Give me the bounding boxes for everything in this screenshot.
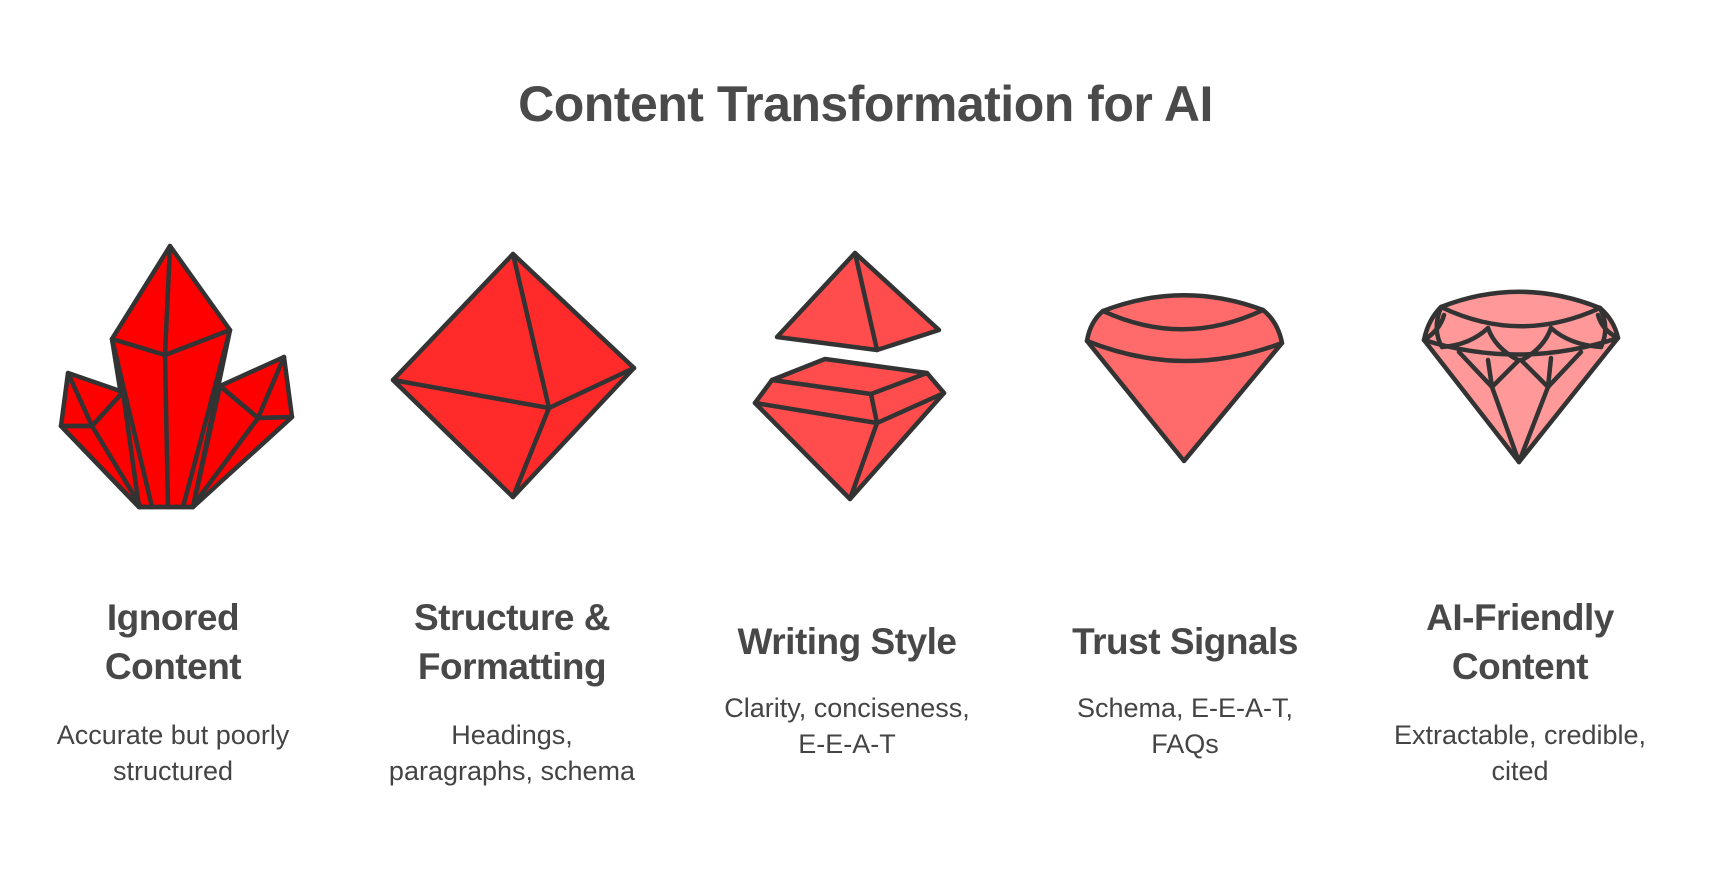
stage-ignored-content: Ignored Content Accurate but poorly stru… (8, 593, 338, 789)
stage-description-line: Headings, (451, 720, 573, 750)
stage-trust-signals: Trust Signals Schema, E-E-A-T, FAQs (1020, 617, 1350, 762)
diagram-title: Content Transformation for AI (518, 76, 1213, 132)
stage-heading-line: Formatting (417, 646, 607, 687)
stage-ai-friendly-content: AI-Friendly Content Extractable, credibl… (1355, 593, 1685, 789)
crystal-cluster-icon (58, 243, 295, 510)
stage-description: Headings, paragraphs, schema (347, 717, 677, 789)
rough-diamond-icon (1084, 293, 1285, 464)
stage-description-line: Extractable, credible, (1393, 720, 1647, 750)
stage-heading: Writing Style (682, 617, 1012, 666)
stage-heading: Structure & Formatting (347, 593, 677, 691)
stage-description: Clarity, conciseness, E-E-A-T (682, 690, 1012, 762)
stage-heading-line: Ignored (106, 597, 240, 638)
stage-heading: Ignored Content (8, 593, 338, 691)
stage-description-line: cited (1491, 756, 1549, 786)
stage-writing-style: Writing Style Clarity, conciseness, E-E-… (682, 617, 1012, 762)
stage-heading-line: Content (1451, 646, 1589, 687)
stage-description-line: structured (112, 756, 234, 786)
stage-description-line: Schema, E-E-A-T, (1076, 693, 1294, 723)
octahedron-gem-icon (390, 251, 637, 500)
stage-heading-line: Trust Signals (1072, 621, 1298, 662)
stage-description-line: Accurate but poorly (56, 720, 290, 750)
stage-description: Extractable, credible, cited (1355, 717, 1685, 789)
stage-heading: Trust Signals (1020, 617, 1350, 666)
stage-heading: AI-Friendly Content (1355, 593, 1685, 691)
stage-description-line: paragraphs, schema (388, 756, 636, 786)
stage-heading-line: Structure & (414, 597, 610, 638)
stage-description-line: Clarity, conciseness, (724, 693, 970, 723)
stage-structure-formatting: Structure & Formatting Headings, paragra… (347, 593, 677, 789)
split-gem-icon (752, 250, 947, 502)
stage-description-line: FAQs (1151, 729, 1219, 759)
stage-description: Accurate but poorly structured (8, 717, 338, 789)
stage-heading-line: Content (104, 646, 242, 687)
cut-diamond-icon (1421, 289, 1621, 465)
stage-description-line: E-E-A-T (798, 729, 896, 759)
stage-heading-line: Writing Style (737, 621, 957, 662)
stage-description: Schema, E-E-A-T, FAQs (1020, 690, 1350, 762)
stage-heading-line: AI-Friendly (1426, 597, 1614, 638)
